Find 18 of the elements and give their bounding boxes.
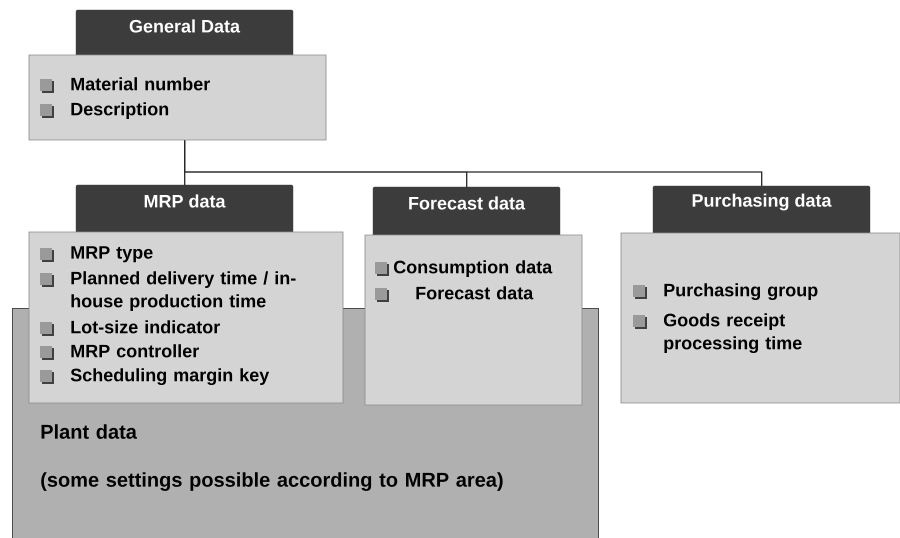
list-item: Lot-size indicator	[40, 320, 220, 336]
list-item: MRP controller	[40, 344, 199, 360]
list-item: Planned delivery time / in-house production time	[40, 271, 296, 311]
card-tab: MRP data	[76, 184, 294, 234]
list-item: Material number	[40, 77, 210, 93]
list-item: Description	[40, 102, 168, 119]
card-tab: Purchasing data	[652, 186, 870, 236]
card-tab: General Data	[76, 10, 294, 58]
list-item: Forecast data	[375, 286, 534, 302]
list-item: Goods receipt processing time	[633, 313, 802, 354]
panel-note: (some settings possible according to MRP area)	[41, 472, 503, 491]
list-item: MRP type	[40, 246, 153, 262]
list-item: Consumption data	[375, 260, 552, 277]
card-tab: Forecast data	[372, 186, 560, 236]
connector-line	[184, 140, 762, 186]
list-item: Purchasing group	[633, 283, 818, 300]
panel-title: Plant data	[42, 424, 138, 439]
list-item: Scheduling margin key	[40, 368, 270, 386]
